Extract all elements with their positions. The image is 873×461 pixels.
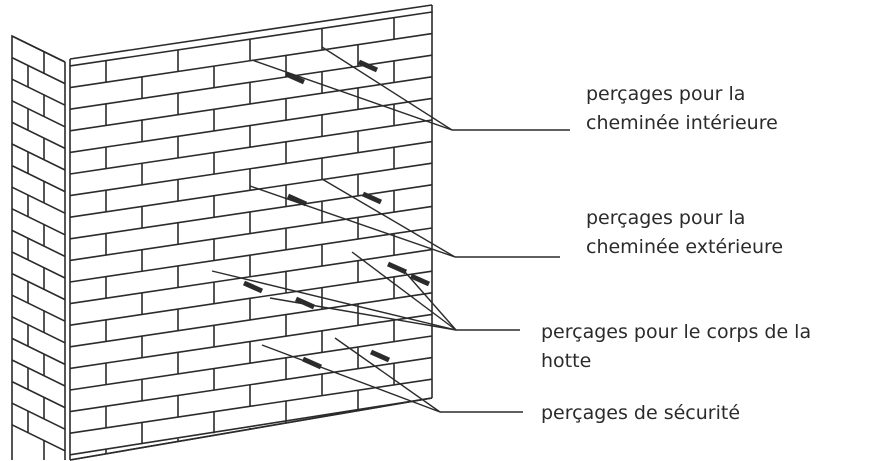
drill-hole bbox=[301, 356, 323, 370]
brick-course-side bbox=[11, 143, 66, 171]
wall-outline bbox=[69, 11, 433, 460]
brick-course bbox=[69, 378, 433, 434]
drill-hole bbox=[369, 349, 391, 363]
pointer-lines bbox=[211, 46, 570, 413]
brick-course bbox=[69, 54, 433, 110]
brick-course bbox=[69, 248, 433, 305]
label-exterior-chimney: perçages pour la cheminée extérieure bbox=[586, 207, 784, 258]
brick-course bbox=[69, 32, 433, 89]
brick-course bbox=[69, 292, 433, 348]
brick-course bbox=[69, 227, 433, 283]
brick-course bbox=[69, 270, 433, 326]
wall-side-outline bbox=[11, 34, 66, 460]
brick-course bbox=[69, 76, 433, 132]
brick-course-side bbox=[11, 251, 66, 279]
pointer-line bbox=[334, 337, 441, 413]
brick-course-side bbox=[11, 424, 66, 452]
brick-course-side bbox=[11, 229, 66, 258]
brick-course-side bbox=[11, 316, 66, 344]
drill-hole bbox=[386, 261, 408, 275]
brick-course bbox=[69, 97, 433, 154]
brick-course-side bbox=[11, 208, 66, 236]
brick-course bbox=[69, 397, 433, 461]
brick-course-side bbox=[11, 402, 66, 430]
brick-course bbox=[69, 162, 433, 218]
brick-course bbox=[69, 335, 433, 391]
pointer-line bbox=[321, 178, 456, 258]
drill-hole bbox=[242, 280, 264, 294]
brick-course-side bbox=[11, 186, 66, 214]
drill-hole bbox=[284, 71, 306, 85]
brick-course bbox=[69, 356, 433, 413]
pointer-line bbox=[351, 251, 457, 331]
brick-course-side bbox=[11, 78, 66, 106]
brick-course-side bbox=[11, 272, 66, 301]
brick-course-side bbox=[11, 359, 66, 387]
drill-hole bbox=[294, 296, 316, 310]
pointer-line bbox=[261, 344, 441, 413]
brick-wall bbox=[11, 4, 433, 461]
label-interior-chimney: perçages pour la cheminée intérieure bbox=[586, 83, 778, 134]
brick-course-side bbox=[11, 56, 66, 85]
brick-course-side bbox=[11, 294, 66, 322]
brick-course-side bbox=[11, 380, 66, 409]
pointer-line bbox=[404, 271, 457, 331]
brick-course-side bbox=[11, 121, 66, 150]
wall-cap bbox=[69, 4, 433, 60]
drill-hole bbox=[361, 191, 383, 205]
drill-hole bbox=[357, 59, 379, 73]
brick-course-side bbox=[11, 100, 66, 128]
brick-course bbox=[69, 119, 433, 175]
drill-hole bbox=[286, 193, 308, 207]
label-safety: perçages de sécurité bbox=[541, 402, 741, 424]
brick-course-side bbox=[11, 164, 66, 193]
label-hood-body: perçages pour le corps de la hotte bbox=[541, 321, 812, 372]
pointer-line bbox=[321, 46, 453, 131]
brick-course bbox=[69, 313, 433, 370]
pointer-line bbox=[251, 59, 453, 131]
brick-course-side bbox=[11, 337, 66, 366]
drill-hole bbox=[409, 273, 431, 287]
brick-course bbox=[69, 397, 433, 456]
pointer-line bbox=[249, 185, 456, 258]
brick-course bbox=[69, 205, 433, 262]
pointer-line bbox=[211, 270, 457, 331]
brick-course-side bbox=[11, 35, 66, 63]
brick-course bbox=[69, 140, 433, 197]
brick-course bbox=[69, 184, 433, 240]
